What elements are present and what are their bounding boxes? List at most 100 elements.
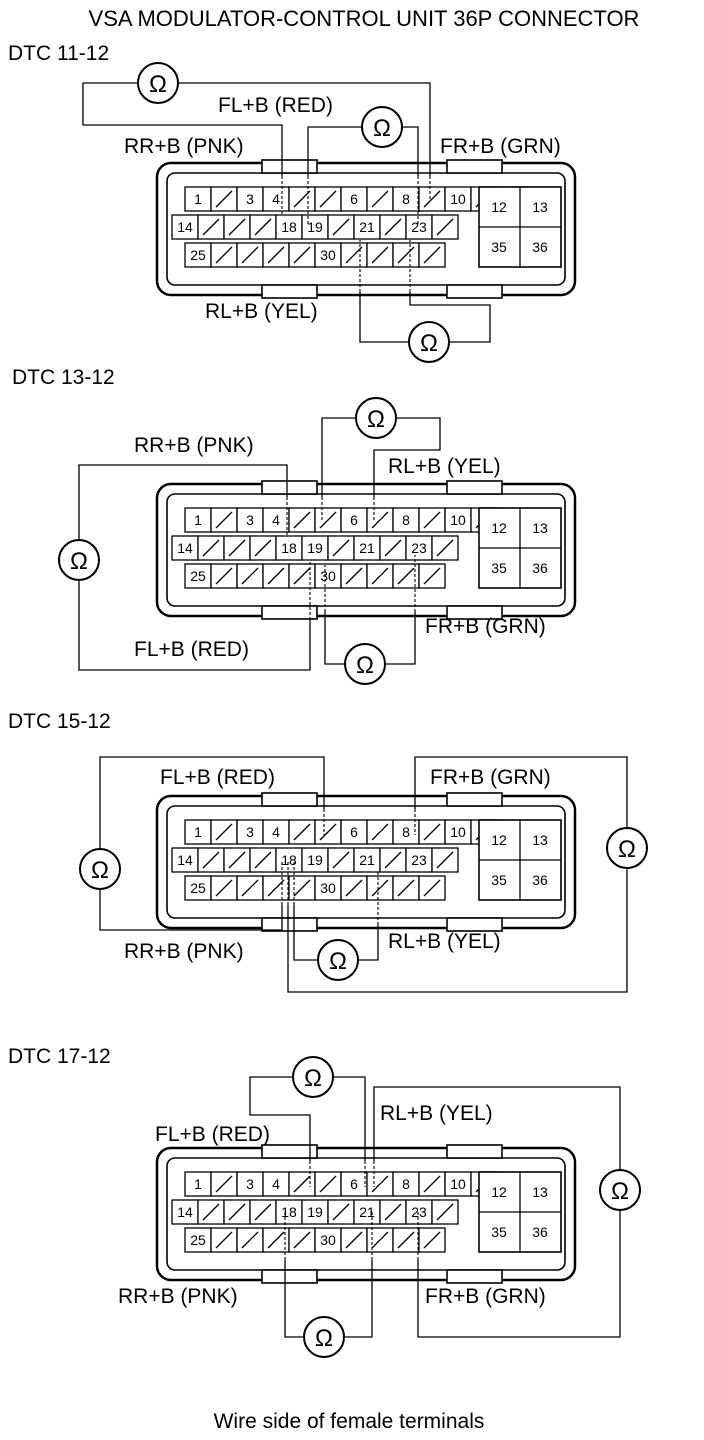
connector-lock-tab (261, 1269, 318, 1284)
terminal-cell (301, 535, 329, 561)
terminal-cell (392, 186, 420, 212)
terminal-cell (275, 847, 303, 873)
terminal-number: 3 (246, 512, 254, 528)
empty-terminal-slash (423, 190, 441, 208)
svg-text:Ω: Ω (304, 1065, 322, 1092)
empty-terminal-slash (293, 1231, 311, 1249)
empty-terminal-slash (228, 218, 246, 236)
empty-terminal-slash (423, 879, 441, 897)
empty-terminal-slash (293, 190, 311, 208)
terminal-number: 4 (272, 1176, 280, 1192)
terminal-cell (301, 847, 329, 873)
ohmmeter-icon: Ω (361, 106, 403, 148)
terminal-number: 12 (491, 1184, 507, 1200)
empty-terminal-slash (436, 539, 454, 557)
connector-lock-tab (446, 1269, 503, 1284)
connector-lock-tab (261, 284, 318, 299)
wire-label-rr: RR+B (PNK) (134, 434, 254, 457)
wire-label-fr: FR+B (GRN) (440, 135, 561, 158)
terminal-cell (171, 535, 199, 561)
terminal-number: 10 (450, 191, 466, 207)
terminal-cell (275, 214, 303, 240)
ohmmeter-icon: Ω (606, 827, 648, 869)
empty-terminal-slash (319, 190, 337, 208)
terminal-cell (392, 507, 420, 533)
diagram-caption: Wire side of female terminals (214, 1410, 485, 1433)
terminal-number: 3 (246, 824, 254, 840)
empty-terminal-slash (254, 218, 272, 236)
terminal-number: 36 (532, 872, 548, 888)
terminal-number: 3 (246, 1176, 254, 1192)
wire-label-rl: RL+B (YEL) (388, 930, 501, 953)
terminal-number: 21 (359, 219, 375, 235)
wire-label-fl: FL+B (RED) (155, 1123, 270, 1146)
empty-terminal-slash (267, 246, 285, 264)
connector-lock-tab (261, 917, 318, 932)
empty-terminal-slash (319, 511, 337, 529)
terminal-number: 18 (281, 219, 297, 235)
dtc-label: DTC 13-12 (12, 366, 115, 389)
empty-terminal-slash (293, 1175, 311, 1193)
empty-terminal-slash (293, 246, 311, 264)
empty-terminal-slash (215, 190, 233, 208)
terminal-number: 23 (411, 219, 427, 235)
terminal-number: 12 (491, 199, 507, 215)
terminal-number: 8 (402, 512, 410, 528)
terminal-cell (275, 1199, 303, 1225)
connector-lock-tab (446, 284, 503, 299)
terminal-number: 14 (177, 219, 193, 235)
terminal-number: 30 (320, 568, 336, 584)
connector-inner-frame (166, 493, 566, 607)
terminal-cell (405, 847, 433, 873)
wire-label-rl: RL+B (YEL) (380, 1102, 493, 1125)
terminal-number: 19 (307, 1204, 323, 1220)
terminal-number: 25 (190, 1232, 206, 1248)
ohmmeter-icon: Ω (292, 1056, 334, 1098)
terminal-cell (184, 186, 212, 212)
terminal-number: 35 (491, 872, 507, 888)
connector-lock-tab (261, 159, 318, 174)
terminal-cell (171, 847, 199, 873)
svg-text:Ω: Ω (91, 857, 109, 884)
empty-terminal-slash (397, 1231, 415, 1249)
empty-terminal-slash (371, 823, 389, 841)
terminal-number: 14 (177, 1204, 193, 1220)
svg-text:Ω: Ω (149, 71, 167, 98)
terminal-number: 1 (194, 1176, 202, 1192)
terminal-number: 4 (272, 191, 280, 207)
empty-terminal-slash (215, 1231, 233, 1249)
terminal-number: 18 (281, 852, 297, 868)
empty-terminal-slash (254, 1203, 272, 1221)
empty-terminal-slash (215, 879, 233, 897)
wire-label-rr: RR+B (PNK) (124, 135, 244, 158)
empty-terminal-slash (215, 246, 233, 264)
terminal-cell (314, 563, 342, 589)
terminal-number: 4 (272, 512, 280, 528)
connector-lock-tab (261, 605, 318, 620)
ohmmeter-icon: Ω (355, 397, 397, 439)
terminal-number: 14 (177, 540, 193, 556)
connector-lock-tab (261, 792, 318, 807)
dtc-label: DTC 15-12 (8, 710, 111, 733)
empty-terminal-slash (371, 1231, 389, 1249)
svg-text:Ω: Ω (367, 406, 385, 433)
terminal-cell (340, 186, 368, 212)
empty-terminal-slash (397, 246, 415, 264)
empty-terminal-slash (423, 1231, 441, 1249)
ohmmeter-icon: Ω (58, 539, 100, 581)
empty-terminal-slash (397, 567, 415, 585)
terminal-number: 18 (281, 1204, 297, 1220)
ohmmeter-icon: Ω (79, 848, 121, 890)
terminal-number: 23 (411, 540, 427, 556)
terminal-cell (184, 1227, 212, 1253)
wire-label-rl: RL+B (YEL) (205, 300, 318, 323)
terminal-cell (184, 875, 212, 901)
svg-text:Ω: Ω (329, 948, 347, 975)
terminal-cell (184, 819, 212, 845)
